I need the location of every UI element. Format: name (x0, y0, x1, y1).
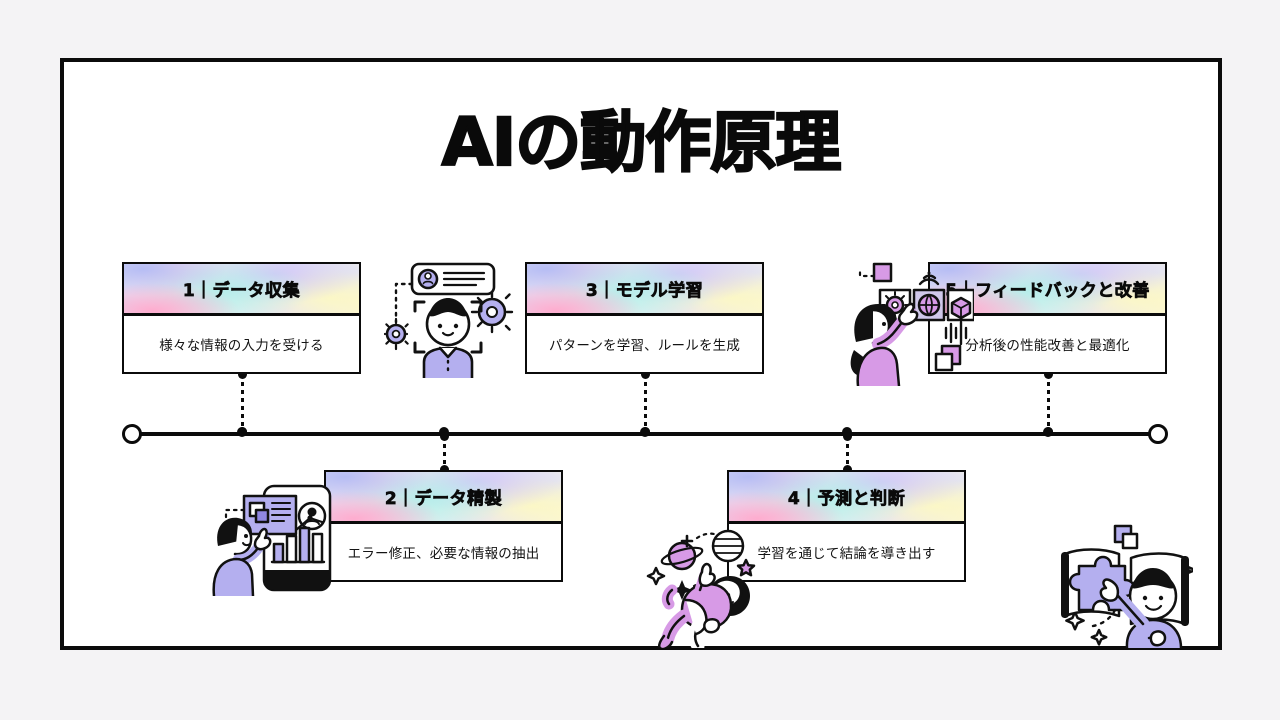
connector-dot-bottom (842, 465, 852, 474)
connector-step-3 (640, 370, 650, 436)
connector-dot-top (640, 370, 650, 379)
step-card-1-header: 1｜データ収集 (124, 264, 359, 316)
step-card-1-body: 様々な情報の入力を受ける (124, 316, 359, 372)
slide-frame: AIの動作原理 1｜データ収集 様々な情報の入力を受ける (60, 58, 1222, 650)
connector-dot-bottom (439, 465, 449, 474)
connector-step-4 (842, 432, 852, 474)
step-card-2-header: 2｜データ精製 (326, 472, 561, 524)
step-card-4-header: 4｜予測と判断 (729, 472, 964, 524)
page-title: AIの動作原理 (441, 104, 843, 181)
step-card-2-body: エラー修正、必要な情報の抽出 (326, 524, 561, 580)
step-card-4-body: 学習を通じて結論を導き出す (729, 524, 964, 580)
person-with-puzzle-piece-illustration (1057, 522, 1193, 648)
step-card-1-title: 1｜データ収集 (182, 281, 301, 302)
step-card-5-title: 5｜フィードバックと改善 (945, 281, 1150, 302)
woman-touching-interface-illustration (842, 254, 974, 386)
step-card-2[interactable]: 2｜データ精製 エラー修正、必要な情報の抽出 (324, 470, 563, 582)
step-card-1-description: 様々な情報の入力を受ける (159, 338, 324, 354)
connector-dot-top (439, 432, 449, 441)
step-card-4-description: 学習を通じて結論を導き出す (757, 546, 936, 562)
step-card-3-title: 3｜モデル学習 (585, 281, 704, 302)
step-card-3-body: パターンを学習、ルールを生成 (527, 316, 762, 372)
timeline-start-cap-icon (122, 424, 142, 444)
step-card-2-description: エラー修正、必要な情報の抽出 (347, 546, 540, 562)
step-card-5-body: 分析後の性能改善と最適化 (930, 316, 1165, 372)
connector-step-1 (237, 370, 247, 436)
connector-step-2 (439, 432, 449, 474)
connector-dot-top (237, 370, 247, 379)
timeline-end-cap-icon (1148, 424, 1168, 444)
connector-dot-top (842, 432, 852, 441)
step-card-2-title: 2｜データ精製 (384, 489, 503, 510)
step-card-4-title: 4｜予測と判断 (787, 489, 906, 510)
step-card-1[interactable]: 1｜データ収集 様々な情報の入力を受ける (122, 262, 361, 374)
data-dashboard-person-illustration (212, 472, 344, 596)
astronaut-floating-illustration (642, 524, 774, 648)
connector-step-5 (1043, 370, 1053, 436)
connector-dot-bottom (1043, 427, 1053, 436)
step-card-4[interactable]: 4｜予測と判断 学習を通じて結論を導き出す (727, 470, 966, 582)
step-card-5-description: 分析後の性能改善と最適化 (965, 338, 1130, 354)
step-card-3-description: パターンを学習、ルールを生成 (548, 338, 741, 354)
connector-dot-bottom (640, 427, 650, 436)
step-card-3[interactable]: 3｜モデル学習 パターンを学習、ルールを生成 (525, 262, 764, 374)
face-recognition-person-illustration (384, 258, 514, 378)
connector-dot-bottom (237, 427, 247, 436)
step-card-3-header: 3｜モデル学習 (527, 264, 762, 316)
connector-dot-top (1043, 370, 1053, 379)
